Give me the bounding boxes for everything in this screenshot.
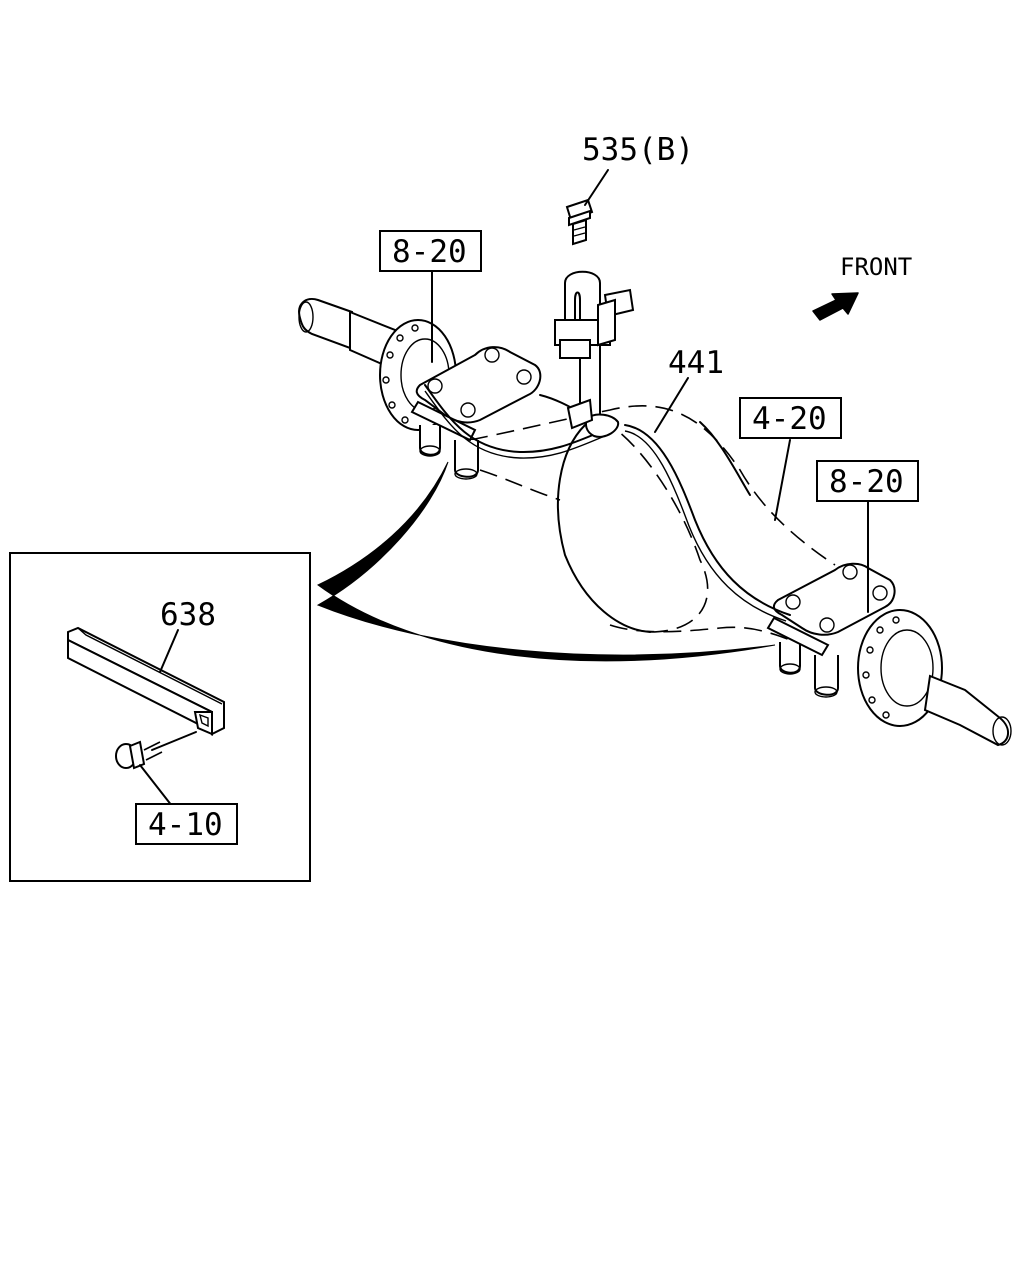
callout-inset-bolt: 4-10 bbox=[135, 803, 238, 845]
callout-hose: 441 bbox=[668, 345, 724, 381]
svg-text:4-10: 4-10 bbox=[148, 807, 223, 843]
svg-text:441: 441 bbox=[668, 345, 724, 381]
svg-text:8-20: 8-20 bbox=[392, 234, 467, 270]
bolt-535b bbox=[565, 198, 594, 246]
callout-left-mount: 8-20 bbox=[379, 230, 482, 272]
leader-lines bbox=[431, 169, 869, 613]
inset-detail: 638 4-10 bbox=[9, 552, 311, 882]
axle-housing bbox=[298, 298, 1012, 747]
callout-bolt: 535(B) bbox=[582, 132, 694, 168]
svg-text:4-20: 4-20 bbox=[752, 401, 827, 437]
svg-text:535(B): 535(B) bbox=[582, 132, 694, 168]
brake-hose-441 bbox=[424, 384, 791, 622]
callout-right-mount: 8-20 bbox=[816, 460, 919, 502]
bracket-638 bbox=[67, 626, 225, 736]
detail-connector bbox=[316, 461, 776, 662]
front-arrow-icon bbox=[812, 292, 859, 321]
svg-text:FRONT: FRONT bbox=[840, 253, 912, 281]
hose-junction bbox=[554, 270, 635, 438]
svg-text:8-20: 8-20 bbox=[829, 464, 904, 500]
svg-text:638: 638 bbox=[160, 597, 216, 633]
inset-bolt bbox=[115, 740, 163, 770]
front-indicator: FRONT bbox=[812, 253, 912, 321]
callout-axle-housing: 4-20 bbox=[739, 397, 842, 439]
